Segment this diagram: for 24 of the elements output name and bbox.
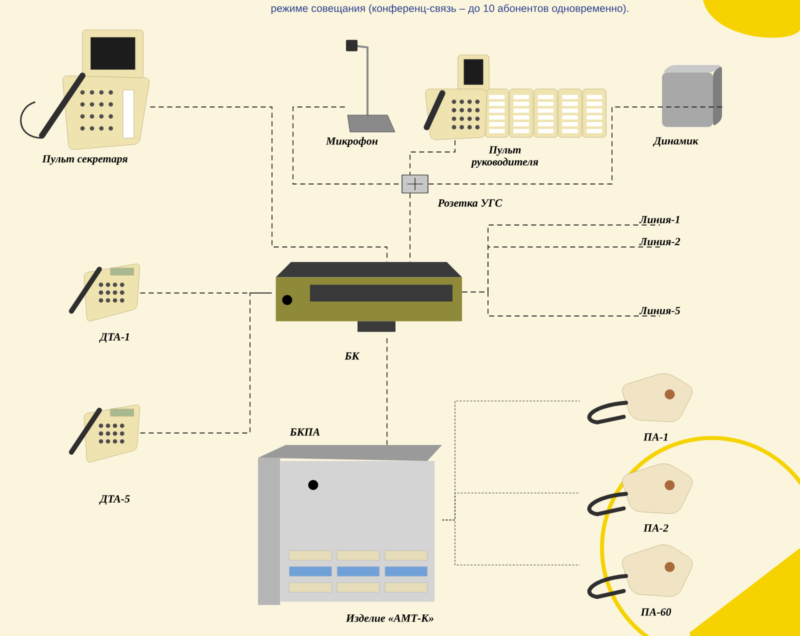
connector-line [428, 106, 723, 184]
connector-line [386, 338, 388, 446]
connector-line [150, 106, 388, 262]
device-label: Розетка УГС [438, 199, 502, 207]
device-label: ПА-60 [640, 608, 672, 616]
device-label: Пульт руководителя [470, 146, 538, 168]
device-label: Динамик [652, 137, 698, 147]
connector-line [140, 292, 272, 294]
device-label: ПА-1 [643, 433, 668, 441]
connector-line [462, 292, 660, 316]
caption-text: режиме совещания (конференц-связь – до 10 абонентов одновременно). [271, 4, 628, 14]
line-label: Линия-2 [639, 238, 680, 246]
device-label: Микрофон [326, 137, 378, 147]
device-label: БКПА [290, 428, 320, 436]
device-label: БК [344, 352, 360, 360]
device-label: ДТА-5 [99, 495, 130, 505]
device-label: Пульт секретаря [42, 155, 128, 165]
line-label: Линия-1 [639, 216, 680, 224]
device-label: Изделие «АМТ-К» [346, 614, 434, 622]
line-label: Линия-5 [639, 306, 680, 314]
device-label: ДТА-1 [99, 333, 129, 343]
connector-line [410, 140, 456, 176]
device-label: ПА-2 [643, 524, 668, 532]
connector-line [442, 520, 580, 566]
